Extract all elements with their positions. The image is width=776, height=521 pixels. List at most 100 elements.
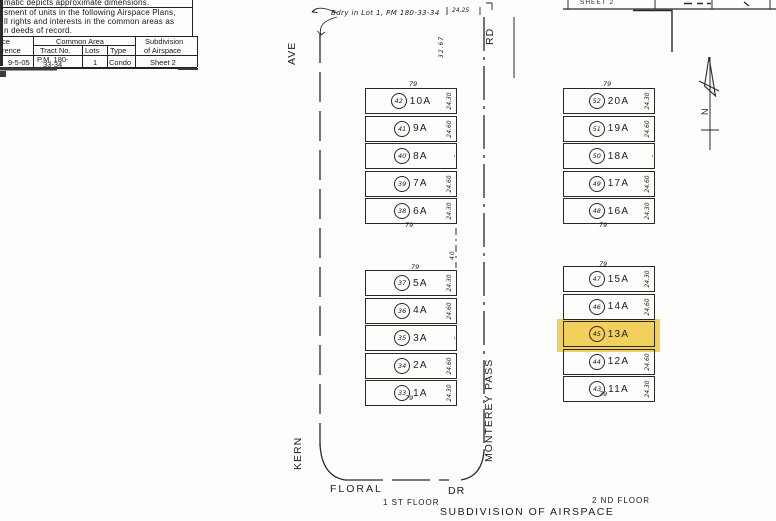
lot-row-4a[interactable]: 36 4A 24.60	[365, 297, 457, 324]
unit-number: 34	[398, 361, 407, 370]
boundary-corner-bracket	[633, 9, 673, 52]
note-line-3: ll rights and interests in the common ar…	[4, 17, 175, 26]
lot-side-dim: 24.60	[643, 175, 651, 193]
lot-label: 17A	[607, 178, 630, 190]
lot-row-19a[interactable]: 51 19A 24.60	[563, 115, 655, 142]
unit-number-circle: 42	[390, 93, 407, 109]
block-bottom-dim: 79	[405, 221, 414, 229]
north-arrow-slash	[698, 80, 720, 92]
lot-side-dim: 24.30	[445, 384, 453, 402]
lot-row-14a[interactable]: 46 14A 24.60	[563, 293, 655, 320]
unit-number-circle: 52	[588, 93, 605, 109]
bdry-leader-upper-arrowhead	[311, 8, 318, 13]
lot-row-3a[interactable]: 35 3A ″	[365, 325, 461, 352]
lot-side-dim: 24.30	[643, 380, 651, 398]
lot-row-1a[interactable]: 33 1A 24.30	[365, 380, 457, 407]
lot-label: 20A	[607, 95, 630, 107]
block-first-floor-left-lower: 79 37 5A 24.30 36 4A 24.60 35 3A ″ 34 2A…	[365, 263, 461, 408]
lot-side-dim: 24.30	[643, 92, 651, 110]
kern-floral-curve	[319, 443, 346, 481]
lot-side-dim: 24.30	[445, 202, 453, 220]
unit-number-circle: 48	[588, 203, 605, 220]
lot-row-18a[interactable]: 50 18A ″	[563, 143, 659, 170]
subdivision-header-line1: Subdivision	[145, 37, 184, 46]
block-bottom-dim: 79	[599, 221, 608, 229]
lot-row-6a[interactable]: 38 6A 24.30	[365, 198, 457, 225]
street-label-floral: FLORAL	[330, 483, 383, 495]
unit-number: 39	[398, 179, 407, 188]
unit-number: 37	[398, 279, 407, 287]
top-strip-sheet-label: SHEET 2	[580, 0, 614, 6]
street-label-kern: KERN	[292, 436, 304, 470]
lot-row-20a[interactable]: 52 20A 24.30	[563, 88, 655, 114]
lot-row-12a[interactable]: 44 12A 24.60	[563, 348, 655, 375]
lot-side-dim: 24.60	[445, 302, 453, 320]
lot-side-dim: 24.30	[445, 92, 453, 110]
lot-row-5a[interactable]: 37 5A 24.30	[365, 270, 457, 296]
unit-number: 35	[398, 334, 407, 343]
lot-label: 3A	[413, 332, 428, 344]
lot-row-8a[interactable]: 40 8A ″	[365, 143, 460, 170]
unit-number: 43	[593, 385, 602, 394]
block-top-dim: 79	[603, 80, 612, 88]
dim-40: 40	[449, 250, 456, 260]
unit-number: 49	[592, 179, 601, 188]
lot-row-9a[interactable]: 41 9A 24.60	[365, 115, 457, 142]
reference-table: ce rence Common Area Subdivision of Airs…	[0, 0, 240, 80]
lot-side-dim: ″	[453, 337, 461, 340]
unit-number-circle: 51	[588, 120, 605, 137]
lot-side-dim: 24.60	[445, 357, 453, 375]
lot-row-11a[interactable]: 43 11A 24.30	[563, 376, 655, 403]
unit-number: 45	[592, 330, 601, 339]
lot-label: 14A	[607, 301, 630, 313]
lot-label: 4A	[413, 305, 428, 317]
unit-number-circle: 47	[588, 271, 605, 287]
tract-no-header: Tract No.	[40, 46, 71, 55]
type-header: Type	[110, 46, 127, 55]
north-label: N	[700, 107, 710, 116]
unit-number: 38	[398, 207, 407, 216]
unit-number: 44	[592, 357, 601, 366]
lot-side-dim: ·	[651, 333, 659, 336]
unit-number-circle: 43	[589, 381, 606, 398]
common-area-header: Common Area	[56, 37, 104, 46]
block-top-dim: 79	[599, 260, 608, 268]
unit-number-circle: 46	[588, 298, 605, 315]
block-first-floor-left: 79 42 10A 24.30 41 9A 24.60 40 8A ″ 39 7…	[365, 80, 460, 229]
boundary-note: Bdry in Lot 1, PM 180-33-34	[331, 9, 440, 17]
unit-number: 41	[398, 124, 407, 133]
dim-32-67: 32.67	[438, 35, 445, 58]
lot-row-13a-highlighted[interactable]: 45 13A ·	[563, 321, 659, 348]
unit-number: 48	[592, 207, 601, 216]
unit-number-circle: 38	[394, 203, 411, 220]
lot-side-dim: 24.60	[643, 120, 651, 138]
unit-number-circle: 34	[394, 357, 411, 374]
lot-row-16a[interactable]: 48 16A 24.30	[563, 198, 655, 225]
lot-label: 13A	[607, 328, 630, 340]
lot-row-10a[interactable]: 42 10A 24.30	[365, 88, 457, 114]
floral-monterey-curve	[460, 450, 485, 481]
street-label-dr: DR	[448, 485, 466, 497]
unit-number-circle: 50	[588, 148, 605, 165]
second-floor-caption: 2 ND FLOOR	[592, 496, 651, 505]
lot-side-dim: 24.60	[445, 175, 453, 193]
lot-label: 2A	[413, 360, 428, 372]
lot-side-dim: ″	[651, 155, 659, 158]
first-floor-caption: 1 ST FLOOR	[383, 498, 440, 507]
lot-row-2a[interactable]: 34 2A 24.60	[365, 352, 457, 379]
lot-row-17a[interactable]: 49 17A 24.60	[563, 170, 655, 197]
unit-number: 36	[398, 306, 407, 315]
lot-label: 15A	[607, 273, 630, 285]
tract-value-line1: P.M. 180-	[37, 55, 69, 64]
unit-number: 40	[398, 152, 407, 161]
unit-number-circle: 40	[394, 148, 411, 165]
lot-row-7a[interactable]: 39 7A 24.60	[365, 170, 457, 197]
dim-24-25: 24.25	[452, 7, 470, 14]
unit-number-circle: 37	[394, 275, 411, 291]
note-line-4: n deeds of record.	[4, 26, 73, 35]
lot-row-15a[interactable]: 47 15A 24.30	[563, 266, 655, 292]
lot-label: 1A	[413, 387, 428, 399]
bdry-leader-lower-arrowhead	[317, 30, 326, 36]
lot-label: 6A	[413, 205, 428, 217]
